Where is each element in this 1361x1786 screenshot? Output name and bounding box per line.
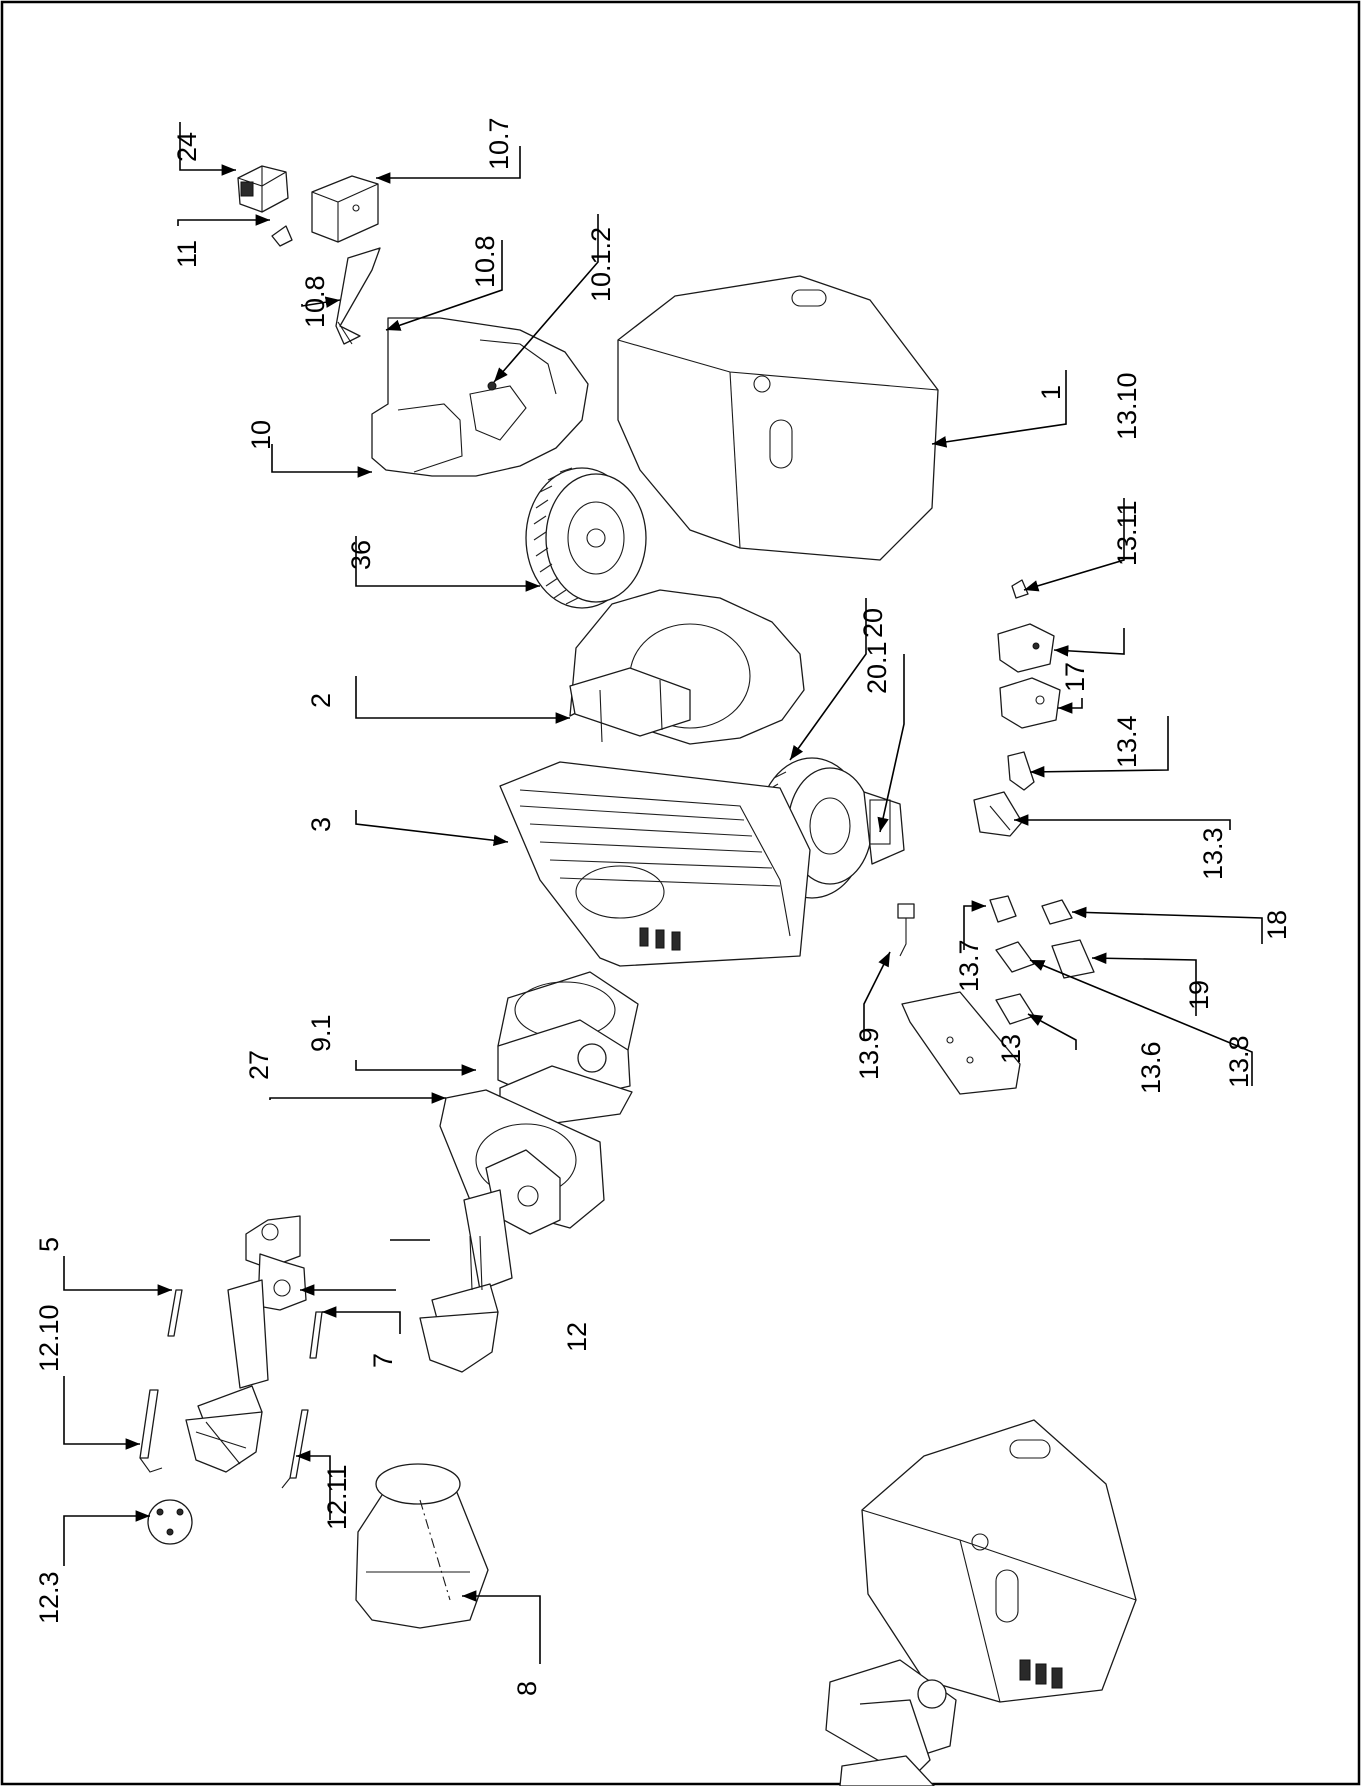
part-12-burner-head-lower <box>419 1149 561 1373</box>
label-20: 20 <box>858 608 888 638</box>
label-2: 2 <box>306 693 336 708</box>
label-36: 36 <box>346 540 376 570</box>
label-19: 19 <box>1184 980 1214 1010</box>
part-13-7-plug <box>989 895 1017 923</box>
label-13-4: 13.4 <box>1112 715 1142 768</box>
part-11-clip <box>271 225 293 247</box>
part-9-1-flange-adapter <box>497 971 639 1125</box>
label-13-11: 13.11 <box>1112 500 1142 566</box>
part-17-box <box>999 677 1061 729</box>
part-13-4-clip <box>1007 751 1035 791</box>
label-13-6: 13.6 <box>1136 1041 1166 1094</box>
label-10-1-2: 10.1.2 <box>586 227 616 302</box>
label-12: 12 <box>562 1322 592 1352</box>
part-13-10-block <box>1011 579 1029 599</box>
label-13-10: 13.10 <box>1112 372 1142 440</box>
part-12-burner-head-upper <box>185 1215 307 1473</box>
part-10-fan-housing-plate <box>371 317 589 477</box>
part-24-servo-motor <box>237 165 289 213</box>
assembled-burner-view <box>825 1419 1137 1786</box>
part-8-blast-tube <box>355 1463 489 1629</box>
callout-labels: 24 10.7 11 10.8 10.8 10.1.2 10 1 13.10 1… <box>34 117 1292 1696</box>
label-10-7: 10.7 <box>484 117 514 170</box>
callout-leaders <box>63 122 1263 1664</box>
part-13-9-connector <box>897 903 915 957</box>
label-13: 13 <box>996 1034 1026 1064</box>
label-10: 10 <box>246 420 276 450</box>
label-13-8: 13.8 <box>1224 1035 1254 1088</box>
label-12-10: 12.10 <box>34 1304 64 1372</box>
label-10-8-right: 10.8 <box>470 235 500 288</box>
label-10-8-left: 10.8 <box>300 275 330 328</box>
part-12-11-electrode <box>281 1409 309 1489</box>
label-11: 11 <box>172 240 202 268</box>
label-7: 7 <box>368 1353 398 1368</box>
label-20-1: 20.1 <box>862 641 892 694</box>
part-10-7-cover-box <box>311 175 379 243</box>
part-5-electrode <box>167 1289 183 1337</box>
label-13-9: 13.9 <box>854 1027 884 1080</box>
part-36-fan-wheel <box>525 467 647 609</box>
part-12-10-electrode <box>139 1389 163 1473</box>
label-18: 18 <box>1262 910 1292 940</box>
label-1: 1 <box>1036 385 1066 400</box>
label-27: 27 <box>244 1050 274 1080</box>
part-1-main-cover <box>617 275 939 561</box>
label-8: 8 <box>512 1681 542 1696</box>
label-13-3: 13.3 <box>1198 827 1228 880</box>
label-13-7: 13.7 <box>954 939 984 992</box>
part-12-3-diffuser-disc <box>147 1499 193 1545</box>
part-2-volute-housing <box>569 589 805 745</box>
part-13-8-plug <box>995 941 1035 973</box>
part-13-11-box <box>997 623 1055 673</box>
label-3: 3 <box>306 817 336 832</box>
label-24: 24 <box>172 132 202 162</box>
part-10-8-bracket <box>335 247 381 345</box>
part-19-plug <box>1051 939 1095 979</box>
label-5: 5 <box>34 1237 64 1252</box>
part-18-plug <box>1041 899 1073 925</box>
label-12-11: 12.11 <box>322 1464 352 1530</box>
part-13-3-connector <box>973 791 1023 837</box>
part-3-base-plate <box>499 761 811 967</box>
part-7-pin <box>309 1311 323 1359</box>
label-12-3: 12.3 <box>34 1571 64 1624</box>
label-17: 17 <box>1060 662 1090 692</box>
part-13-circuit-board <box>901 991 1021 1095</box>
label-9-1: 9.1 <box>306 1014 336 1052</box>
part-13-6-plug <box>995 993 1035 1025</box>
